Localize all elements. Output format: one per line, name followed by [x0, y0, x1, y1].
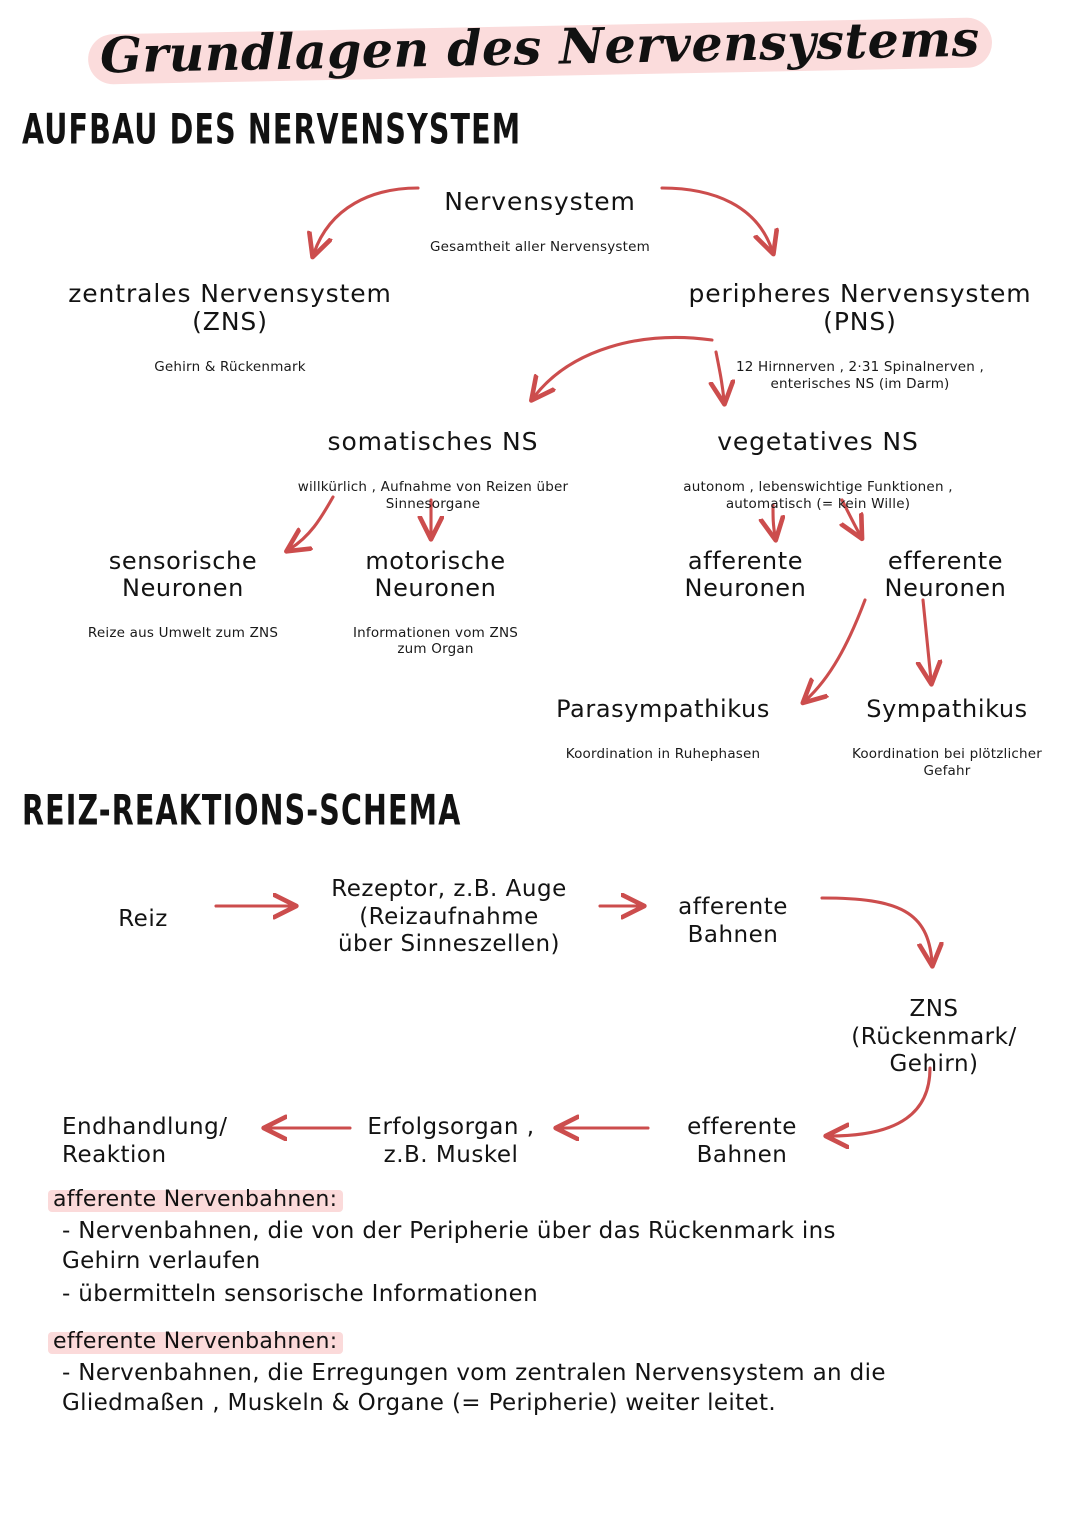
note-line: - Nervenbahnen, die von der Peripherie ü…: [62, 1218, 836, 1274]
node-pns-note: 12 Hirnnerven , 2·31 Spinalnerven , ente…: [735, 358, 985, 392]
flow-node-endhandlung-label: Endhandlung/ Reaktion: [62, 1113, 228, 1168]
node-sensorische-neuronen-label: sensorische Neuronen: [108, 546, 258, 602]
node-somatisches-ns: somatisches NS willkürlich , Aufnahme vo…: [238, 410, 628, 530]
node-afferente-neuronen: afferente Neuronen: [638, 530, 853, 620]
node-sympathikus: Sympathikus Koordination bei plötzlicher…: [822, 678, 1072, 797]
node-zns: zentrales Nervensystem (ZNS) Gehirn & Rü…: [20, 262, 440, 394]
node-vegetatives-ns-note: autonom , lebenswichtige Funktionen , au…: [683, 478, 953, 512]
node-somatisches-ns-note: willkürlich , Aufnahme von Reizen über S…: [297, 478, 569, 512]
node-nervensystem-note: Gesamtheit aller Nervensystem: [429, 238, 651, 255]
note-block-efferente: efferente Nervenbahnen: - Nervenbahnen, …: [48, 1328, 1052, 1419]
flow-node-rezeptor: Rezeptor, z.B. Auge (Reizaufnahme über S…: [288, 858, 610, 977]
flow-node-rezeptor-label: Rezeptor, z.B. Auge (Reizaufnahme über S…: [331, 875, 567, 958]
node-parasympathikus-label: Parasympathikus: [556, 694, 770, 723]
note-line: - übermitteln sensorische Informationen: [62, 1280, 539, 1307]
page-title: Grundlagen des Nervensystems: [78, 5, 1003, 91]
note-heading-afferente-text: afferente Nervenbahnen:: [53, 1187, 338, 1212]
flow-node-afferente-bahnen-label: afferente Bahnen: [678, 893, 788, 948]
note-heading-efferente: efferente Nervenbahnen:: [48, 1328, 344, 1356]
node-zns-label: zentrales Nervensystem (ZNS): [68, 278, 392, 336]
node-efferente-neuronen: efferente Neuronen: [838, 530, 1053, 620]
node-somatisches-ns-label: somatisches NS: [327, 426, 539, 456]
node-sensorische-neuronen-note: Reize aus Umwelt zum ZNS: [87, 624, 279, 641]
node-efferente-neuronen-label: efferente Neuronen: [884, 546, 1007, 602]
flow-node-erfolgsorgan: Erfolgsorgan , z.B. Muskel: [342, 1096, 560, 1187]
flow-node-reiz-label: Reiz: [118, 905, 168, 932]
section-heading-reiz-reaktion: REIZ-REAKTIONS-SCHEMA: [22, 785, 462, 835]
page-title-wrap: Grundlagen des Nervensystems: [0, 10, 1080, 85]
node-sympathikus-label: Sympathikus: [866, 694, 1028, 723]
node-nervensystem-label: Nervensystem: [444, 186, 636, 216]
node-pns-label: peripheres Nervensystem (PNS): [688, 278, 1032, 336]
node-afferente-neuronen-label: afferente Neuronen: [684, 546, 807, 602]
node-zns-note: Gehirn & Rückenmark: [154, 358, 306, 375]
node-pns: peripheres Nervensystem (PNS) 12 Hirnner…: [650, 262, 1070, 410]
node-vegetatives-ns-label: vegetatives NS: [717, 426, 919, 456]
note-heading-efferente-text: efferente Nervenbahnen:: [53, 1329, 338, 1354]
arrow-afferent-to-zns: [820, 896, 932, 962]
node-motorische-neuronen-note: Informationen vom ZNS zum Organ: [352, 624, 519, 658]
note-heading-afferente: afferente Nervenbahnen:: [48, 1186, 344, 1214]
section-heading-aufbau: AUFBAU DES NERVENSYSTEM: [22, 104, 522, 154]
flow-node-zns-label: ZNS (Rückenmark/ Gehirn): [851, 995, 1017, 1078]
node-motorische-neuronen: motorische Neuronen Informationen vom ZN…: [318, 530, 553, 676]
node-nervensystem: Nervensystem Gesamtheit aller Nervensyst…: [390, 170, 690, 274]
flow-node-afferente-bahnen: afferente Bahnen: [642, 876, 824, 967]
node-sympathikus-note: Koordination bei plötzlicher Gefahr: [851, 745, 1043, 779]
page-title-text: Grundlagen des Nervensystems: [99, 9, 981, 85]
note-line: - Nervenbahnen, die Erregungen vom zentr…: [62, 1360, 886, 1416]
node-motorische-neuronen-label: motorische Neuronen: [365, 546, 506, 602]
note-block-afferente: afferente Nervenbahnen: - Nervenbahnen, …: [48, 1186, 1052, 1310]
flow-node-zns: ZNS (Rückenmark/ Gehirn): [830, 978, 1038, 1097]
flow-node-efferente-bahnen-label: efferente Bahnen: [687, 1113, 797, 1168]
node-parasympathikus: Parasympathikus Koordination in Ruhephas…: [508, 678, 818, 780]
node-parasympathikus-note: Koordination in Ruhephasen: [565, 745, 761, 762]
flow-node-erfolgsorgan-label: Erfolgsorgan , z.B. Muskel: [367, 1113, 535, 1168]
node-vegetatives-ns: vegetatives NS autonom , lebenswichtige …: [628, 410, 1008, 530]
flow-node-reiz: Reiz: [78, 888, 208, 951]
node-sensorische-neuronen: sensorische Neuronen Reize aus Umwelt zu…: [58, 530, 308, 659]
flow-node-efferente-bahnen: efferente Bahnen: [648, 1096, 836, 1187]
flow-node-endhandlung: Endhandlung/ Reaktion: [62, 1096, 274, 1187]
